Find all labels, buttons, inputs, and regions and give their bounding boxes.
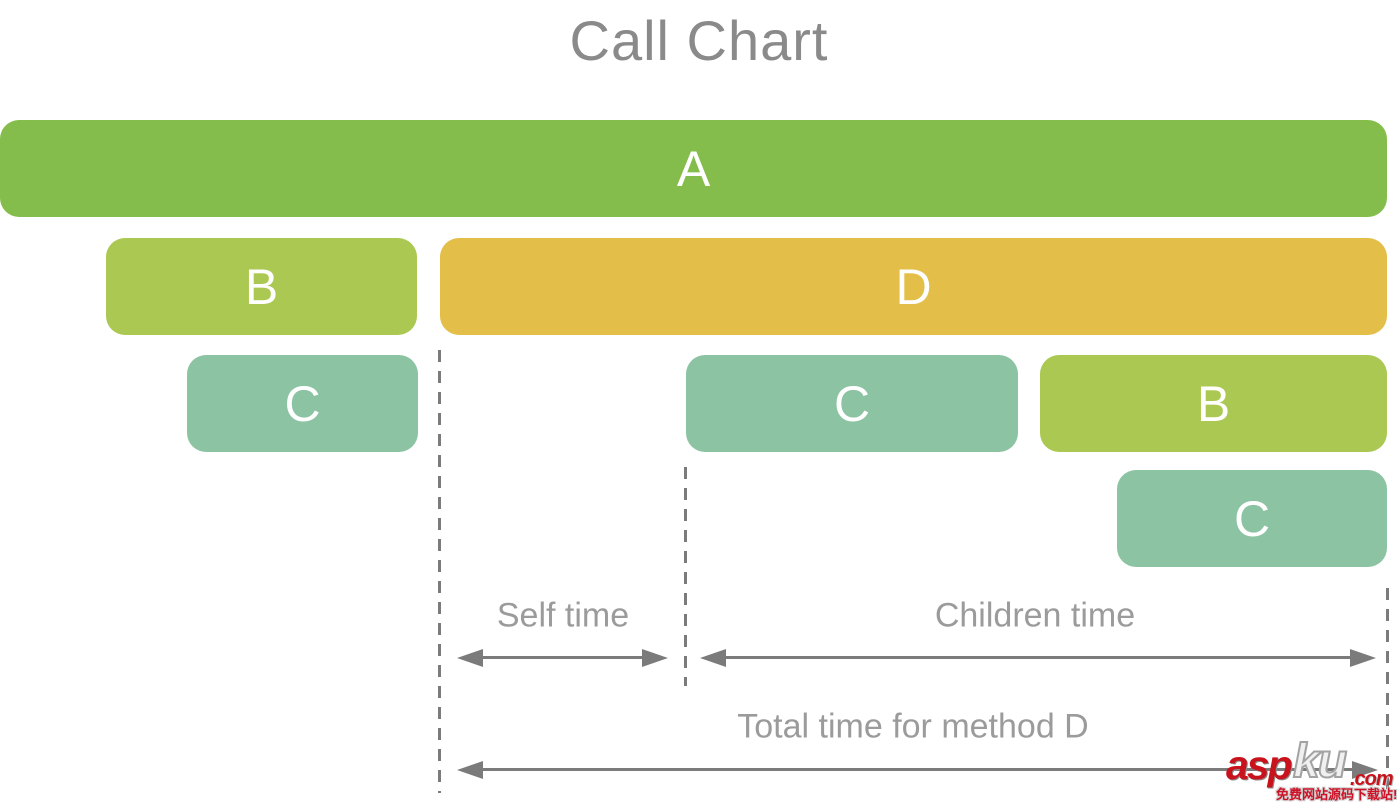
dashed-line-self-time-start <box>438 350 441 793</box>
arrow-head-right-icon <box>1352 761 1378 779</box>
call-bar-c: C <box>1117 470 1387 567</box>
page-title: Call Chart <box>569 9 829 72</box>
arrow-shaft <box>463 656 662 659</box>
double-arrow <box>457 649 668 667</box>
annotation-label: Self time <box>496 596 630 635</box>
arrow-head-left-icon <box>457 649 483 667</box>
arrow-head-left-icon <box>457 761 483 779</box>
arrow-head-right-icon <box>1350 649 1376 667</box>
arrow-head-right-icon <box>642 649 668 667</box>
call-bar-a: A <box>0 120 1387 217</box>
arrow-head-left-icon <box>700 649 726 667</box>
watermark-tagline: 免费网站源码下载站! <box>1276 787 1398 802</box>
dashed-line-self-children-split <box>684 467 687 686</box>
call-bar-d: D <box>440 238 1387 335</box>
call-bar-b: B <box>1040 355 1387 452</box>
double-arrow <box>700 649 1376 667</box>
annotation-label: Total time for method D <box>737 707 1089 746</box>
dashed-line-children-time-end <box>1386 588 1389 793</box>
arrow-shaft <box>706 656 1370 659</box>
call-bar-c: C <box>686 355 1018 452</box>
call-bar-b: B <box>106 238 417 335</box>
double-arrow <box>457 761 1378 779</box>
arrow-shaft <box>463 768 1372 771</box>
call-bar-c: C <box>187 355 418 452</box>
annotation-label: Children time <box>934 596 1136 635</box>
